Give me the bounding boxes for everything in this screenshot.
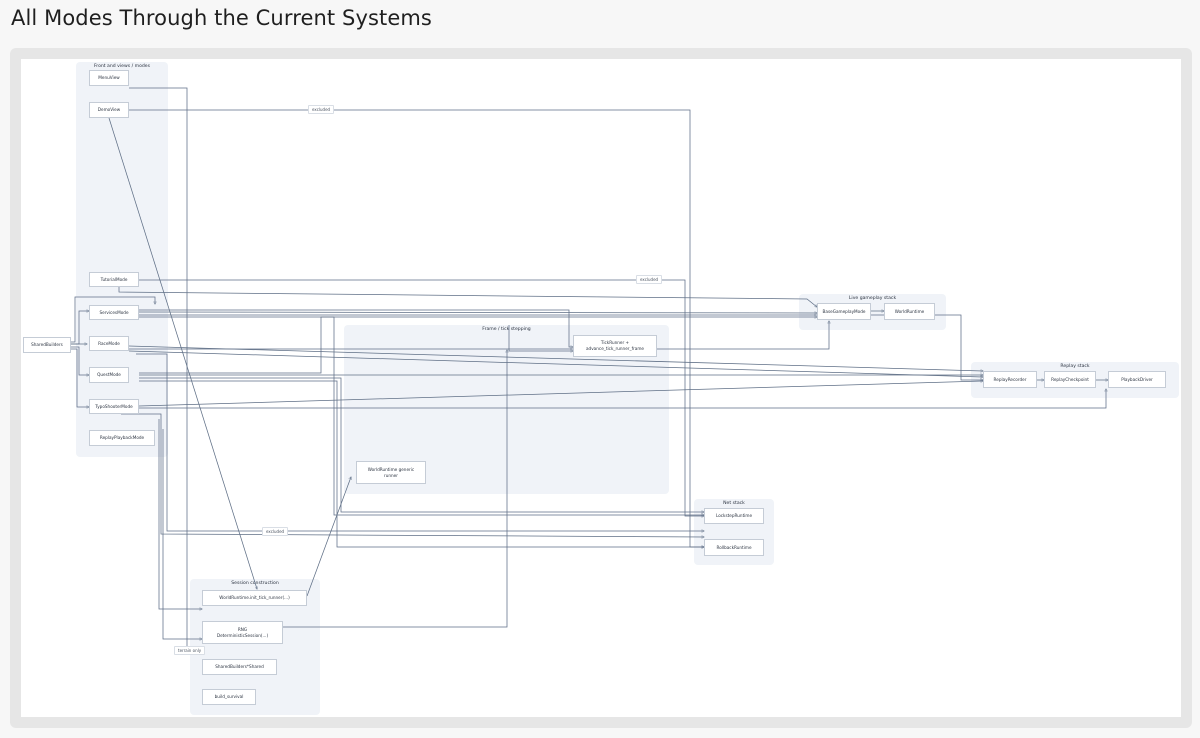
node-build-survival[interactable]: build_survival (202, 689, 256, 705)
node-rng-deterministic-label: RNG DeterministicSession(...) (216, 626, 269, 638)
node-world-runtime-live[interactable]: WorldRuntime (884, 303, 935, 320)
node-world-runtime-generic[interactable]: WorldRuntime generic runner (356, 461, 426, 484)
edge-shared-to-quest (71, 346, 89, 375)
node-replay-checkpoint[interactable]: ReplayCheckpoint (1044, 371, 1096, 388)
node-race-mode[interactable]: RaceMode (89, 336, 129, 351)
edge-rng-to-tick (283, 350, 507, 628)
cluster-replay-stack-label: Replay stack (1060, 364, 1090, 369)
node-playback-driver[interactable]: PlaybackDriver (1108, 371, 1166, 388)
cluster-net-stack-label: Net stack (723, 501, 745, 506)
edge-generic-to-tick (508, 325, 573, 351)
edge-quest-to-lockstep (139, 377, 704, 512)
node-tutorial-mode[interactable]: TutorialMode (89, 272, 139, 287)
page-title: All Modes Through the Current Systems (11, 6, 432, 30)
node-tick-runner[interactable]: TickRunner + advance_tick_runner_frame (573, 335, 657, 357)
edge-race-to-replay (128, 345, 983, 371)
edge-shared-to-typo (71, 348, 89, 407)
node-demo-view[interactable]: DemoView (89, 102, 129, 118)
node-services-mode[interactable]: ServicesMode (89, 305, 139, 320)
node-shared-builders-shared[interactable]: SharedBuilders*Shared (202, 659, 277, 675)
edges-layer (71, 87, 1181, 717)
edge-tutorial-to-base (118, 287, 817, 307)
node-world-runtime-init[interactable]: WorldRuntime.init_tick_runner(...) (202, 590, 307, 606)
cluster-frame-tick-label: Frame / tick stepping (482, 327, 531, 332)
node-replay-playback-mode[interactable]: ReplayPlaybackMode (89, 430, 155, 446)
edge-label-excluded-bottom: excluded (262, 527, 289, 536)
edge-services-to-base (138, 312, 817, 313)
edge-tutorial-excluded (139, 279, 704, 516)
cluster-front-modes: Front and views / modes (76, 62, 168, 457)
edge-typo-to-checkpoint (139, 389, 1106, 409)
node-rollback-runtime[interactable]: RollbackRuntime (704, 539, 764, 556)
node-rng-deterministic[interactable]: RNG DeterministicSession(...) (202, 621, 283, 644)
node-tick-runner-label: TickRunner + advance_tick_runner_frame (585, 340, 644, 351)
edge-race-to-rollback (136, 353, 704, 531)
node-menu-view[interactable]: MenuView (89, 70, 129, 86)
edge-services-to-tick (139, 309, 573, 347)
edge-label-excluded-mid: excluded (636, 275, 663, 284)
edge-services-to-lockstep (139, 316, 704, 515)
edge-front-to-session-a (158, 419, 202, 609)
edge-race-to-base (129, 321, 829, 350)
edge-typo-to-recorder (138, 381, 983, 407)
edge-quest-to-rollback (139, 380, 704, 547)
edge-quest-to-base (139, 317, 817, 374)
node-replay-recorder[interactable]: ReplayRecorder (983, 371, 1037, 388)
edge-label-terrain-only: terrain only (174, 646, 206, 655)
cluster-front-modes-label: Front and views / modes (93, 64, 151, 69)
edge-services-to-replay (139, 314, 983, 380)
node-lockstep-runtime[interactable]: LockstepRuntime (704, 508, 764, 524)
edge-demo-to-session (108, 117, 257, 589)
diagram-canvas[interactable]: Front and views / modes Frame / tick ste… (21, 59, 1181, 717)
edge-label-excluded-top: excluded (308, 105, 335, 114)
edge-front-to-session-b (162, 429, 202, 639)
edge-typo-to-tick (121, 413, 704, 537)
node-shared-builders[interactable]: SharedBuilders (23, 337, 71, 353)
node-quest-mode[interactable]: QuestMode (89, 367, 129, 383)
edge-shared-to-services (71, 311, 89, 345)
node-typo-shooter-mode[interactable]: TypoShooterMode (89, 399, 139, 414)
cluster-live-gameplay-label: Live gameplay stack (848, 296, 897, 301)
node-base-gameplay-mode[interactable]: BaseGameplayMode (817, 303, 871, 320)
edge-session-to-generic (306, 477, 351, 597)
edge-shared-to-tutorial (71, 296, 155, 343)
edge-race-to-recorder (128, 350, 983, 377)
edge-menu-to-net (129, 87, 191, 649)
node-world-runtime-generic-label: WorldRuntime generic runner (367, 466, 415, 478)
